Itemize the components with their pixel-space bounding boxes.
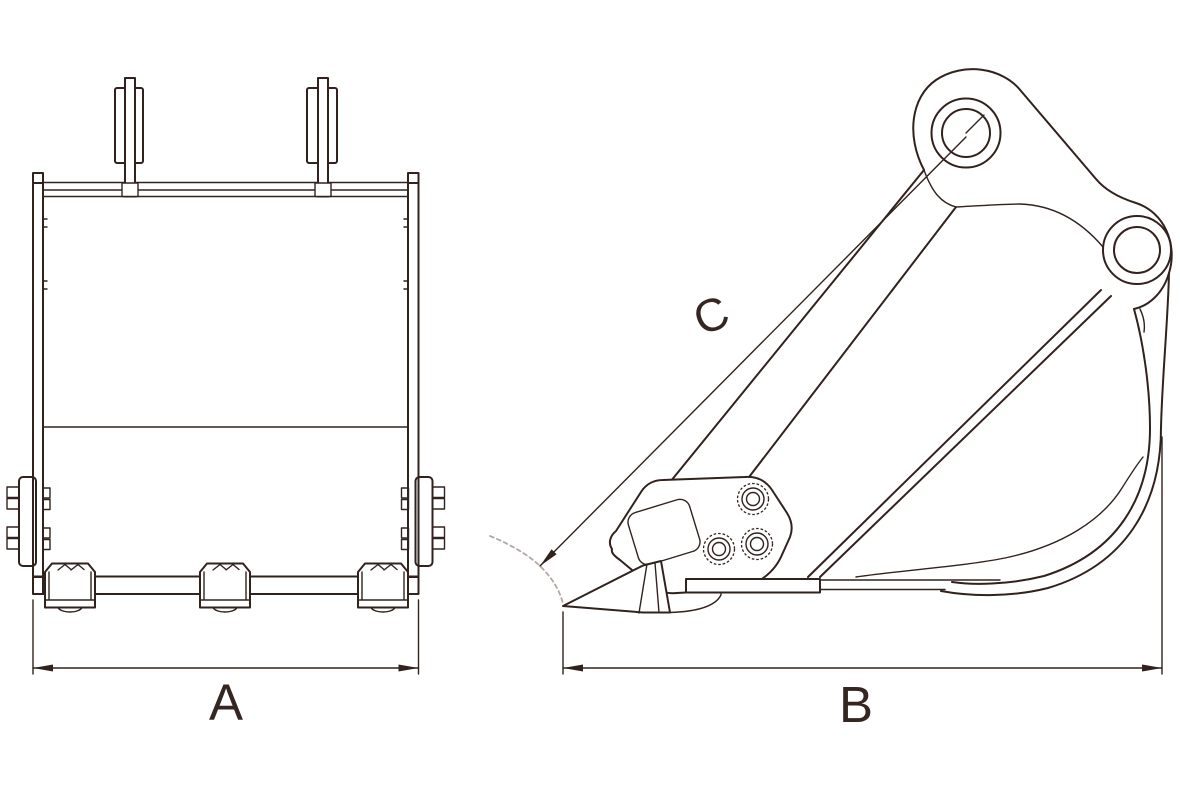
tooth — [357, 562, 409, 613]
bolt — [6, 526, 20, 539]
dimension-c-label: C — [686, 285, 736, 346]
bolt-seat — [42, 487, 51, 499]
bolt — [431, 486, 446, 499]
tooth — [44, 562, 96, 613]
bolt — [6, 497, 20, 510]
side-cutters — [6, 476, 446, 567]
plate-recess — [627, 498, 701, 566]
dimension-a-label: A — [209, 674, 243, 731]
arrowhead-c — [540, 549, 557, 566]
extension-lines — [562, 436, 1163, 675]
side-plate-edges — [32, 172, 420, 578]
bolt — [431, 526, 446, 539]
bolt-seat — [400, 538, 410, 551]
dimension-c-line — [539, 136, 967, 567]
tooth — [199, 562, 251, 613]
back-shell-inner — [951, 308, 1151, 585]
back-shell-outer — [940, 272, 1170, 597]
adapter-strap — [669, 591, 722, 614]
bolt — [431, 537, 446, 550]
lug-front-plate — [317, 77, 329, 198]
bolt — [6, 537, 20, 550]
front-plate-edge — [745, 206, 957, 482]
side-cutter-plate — [414, 476, 434, 567]
bolt — [736, 482, 770, 516]
link-boss-inner — [1113, 226, 1161, 274]
side-cutter-plate — [18, 476, 37, 567]
dimension-b-label: B — [839, 676, 873, 733]
tooth-side — [562, 560, 671, 614]
lug-front-plate — [124, 77, 136, 198]
bolt-seat — [42, 538, 51, 551]
lug-foot — [121, 182, 139, 198]
arrowhead-right — [1142, 664, 1162, 672]
casting-bottom-edge — [923, 169, 1104, 248]
pin-center-tick — [965, 114, 985, 134]
lip-and-tooth — [562, 560, 1001, 614]
dimension-b: B — [562, 436, 1163, 733]
weld-ticks — [42, 218, 409, 290]
tooth-adapter-lines — [638, 562, 660, 614]
side-plate-front-edge — [807, 289, 1112, 578]
weld-seam — [1139, 308, 1146, 333]
arrowhead-right — [398, 664, 419, 672]
bolt — [6, 486, 20, 499]
bolt-seat — [400, 487, 410, 499]
bolt — [702, 532, 736, 566]
pin-boss-outer — [930, 97, 1002, 169]
lug-foot — [314, 182, 332, 198]
arrowhead-left — [33, 664, 53, 672]
bolt-seat — [42, 527, 51, 539]
bolt — [740, 527, 774, 561]
side-view: C — [489, 68, 1173, 733]
bolt — [431, 497, 446, 510]
cutting-edge-bar-side — [685, 578, 821, 594]
front-view: A — [6, 77, 446, 731]
dimension-a: A — [32, 599, 420, 731]
extension-lines — [32, 599, 420, 675]
pin-boss-inner — [941, 108, 991, 158]
arrowhead-left — [563, 664, 583, 672]
lip-plate-lines — [819, 579, 1001, 591]
inner-shell-step-line — [855, 456, 1144, 578]
bolt-seat — [400, 527, 410, 539]
tip-swing-arc — [489, 535, 564, 605]
mounting-lugs — [114, 77, 338, 198]
top-bar-lines — [42, 181, 409, 198]
bolt-seat — [42, 498, 51, 511]
link-boss-outer — [1102, 215, 1172, 285]
bolt-seat — [400, 498, 410, 511]
